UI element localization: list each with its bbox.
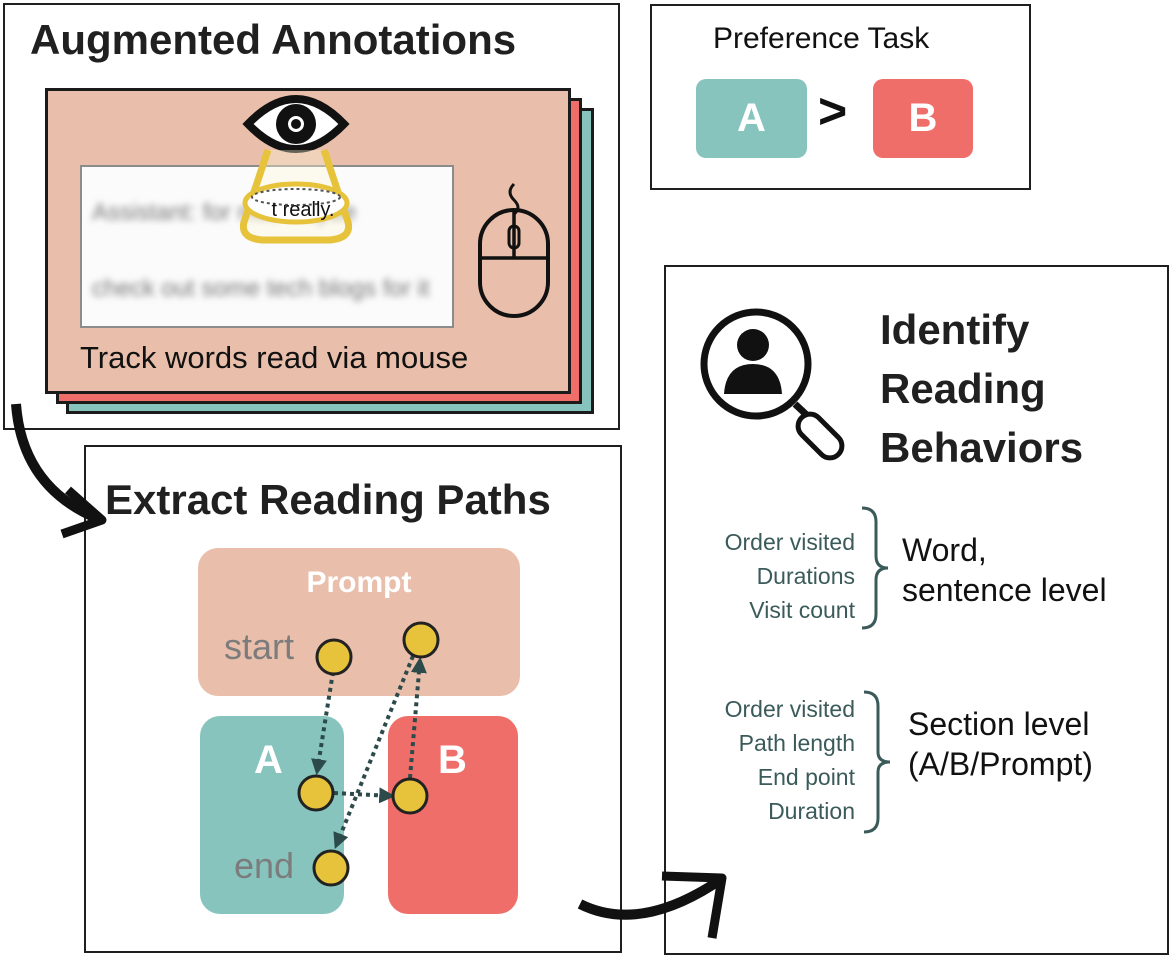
curved-arrow-icon [577, 871, 727, 939]
mouse-icon [478, 182, 550, 318]
prompt-section [198, 548, 520, 696]
section-metrics-list: Order visited Path length End point Dura… [655, 692, 855, 828]
person-search-icon [700, 308, 845, 461]
path-dot [402, 621, 440, 659]
section-metric-item: Path length [738, 730, 855, 756]
path-dot [391, 777, 429, 815]
response-b-section [388, 716, 518, 914]
title-line-2: Reading [880, 365, 1046, 412]
path-dot [297, 774, 335, 812]
extract-reading-paths-panel [84, 445, 622, 953]
section-level-bracket [863, 690, 891, 834]
word-metrics-list: Order visited Durations Visit count [655, 525, 855, 627]
path-dots [297, 621, 440, 887]
track-caption: Track words read via mouse [80, 340, 469, 375]
lens-icon [239, 148, 353, 244]
word-metric-item: Order visited [724, 529, 855, 555]
word-level-line: sentence level [902, 572, 1107, 608]
lens-text: t really. [271, 199, 335, 221]
word-level-line: Word, [902, 532, 987, 568]
curved-arrow-icon [11, 403, 107, 539]
comparator-symbol: > [818, 83, 848, 139]
section-metric-item: Duration [768, 798, 855, 824]
response-b-label: B [438, 738, 467, 782]
word-metric-item: Durations [756, 563, 855, 589]
title-line-1: Identify [880, 306, 1030, 353]
augmented-annotations-title: Augmented Annotations [30, 16, 517, 63]
section-metric-item: End point [757, 764, 855, 790]
blurred-line-2: check out some tech blogs for it [92, 275, 430, 302]
word-level-label: Word, sentence level [902, 530, 1107, 610]
eye-icon [242, 95, 350, 153]
word-level-bracket [861, 506, 889, 630]
option-a-box: A [696, 79, 807, 158]
option-b-box: B [873, 79, 973, 158]
section-level-label: Section level (A/B/Prompt) [908, 704, 1093, 784]
section-metric-item: Order visited [724, 696, 855, 722]
section-level-line: (A/B/Prompt) [908, 746, 1093, 782]
identify-behaviors-title: Identify Reading Behaviors [880, 300, 1083, 477]
preference-task-title: Preference Task [713, 22, 930, 55]
start-label: start [224, 626, 295, 667]
path-dot-end [312, 849, 350, 887]
extract-reading-paths-title: Extract Reading Paths [105, 476, 551, 523]
reading-path [311, 655, 427, 849]
path-dot-start [315, 638, 353, 676]
title-line-3: Behaviors [880, 424, 1084, 471]
prompt-label: Prompt [306, 566, 412, 599]
section-level-line: Section level [908, 706, 1090, 742]
word-metric-item: Visit count [749, 597, 855, 623]
end-label: end [234, 845, 295, 886]
response-a-label: A [254, 738, 283, 782]
